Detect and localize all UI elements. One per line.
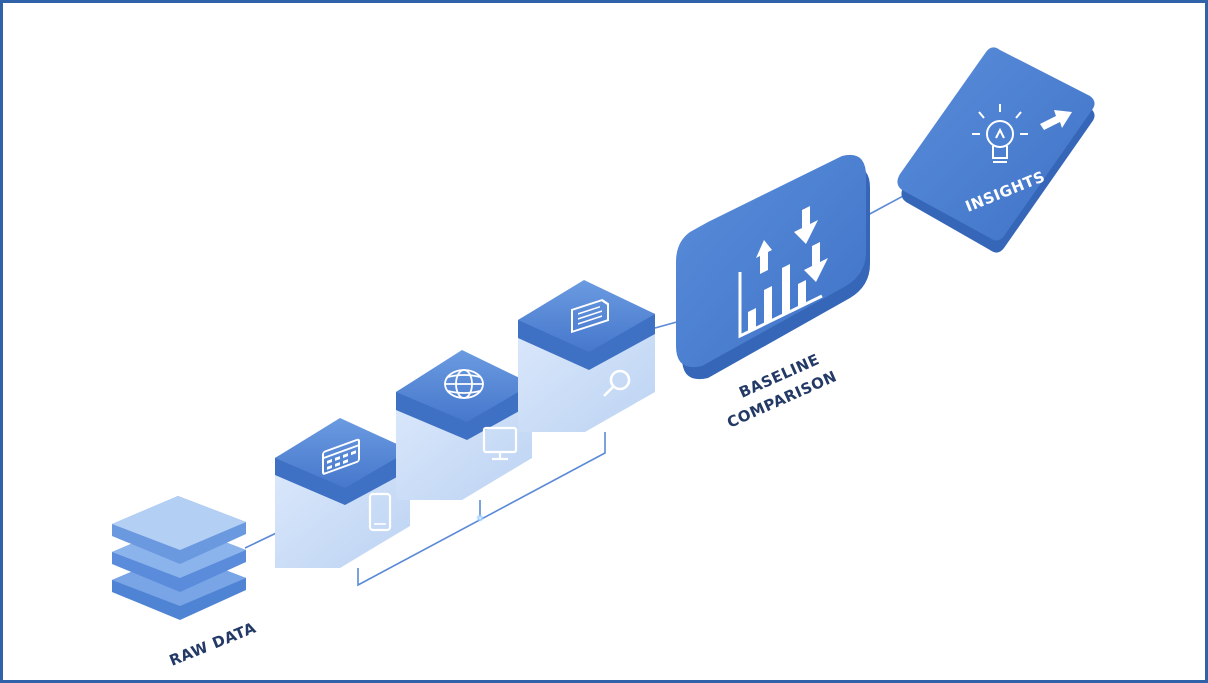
baseline-comparison-card[interactable]: BASELINE COMPARISON <box>676 154 870 432</box>
raw-data-label: RAW DATA <box>167 619 259 670</box>
bar-chart-arrows-icon <box>738 206 828 339</box>
insights-card[interactable]: INSIGHTS <box>897 47 1095 253</box>
document-block[interactable] <box>518 280 655 432</box>
calendar-icon <box>322 438 360 475</box>
globe-block[interactable] <box>396 350 532 500</box>
raw-data-stack[interactable]: RAW DATA <box>112 496 259 670</box>
connector-glow-dot <box>476 514 484 522</box>
connector-baseline-to-insights <box>865 194 906 217</box>
magnifier-icon <box>603 369 631 397</box>
arrow-right-icon <box>1040 110 1072 130</box>
monitor-icon <box>482 426 518 461</box>
lightbulb-icon <box>972 104 1028 163</box>
database-icon <box>112 496 246 620</box>
calendar-block[interactable] <box>275 418 410 568</box>
document-icon <box>571 298 609 334</box>
mobile-phone-icon <box>368 492 392 532</box>
globe-icon <box>444 369 484 399</box>
